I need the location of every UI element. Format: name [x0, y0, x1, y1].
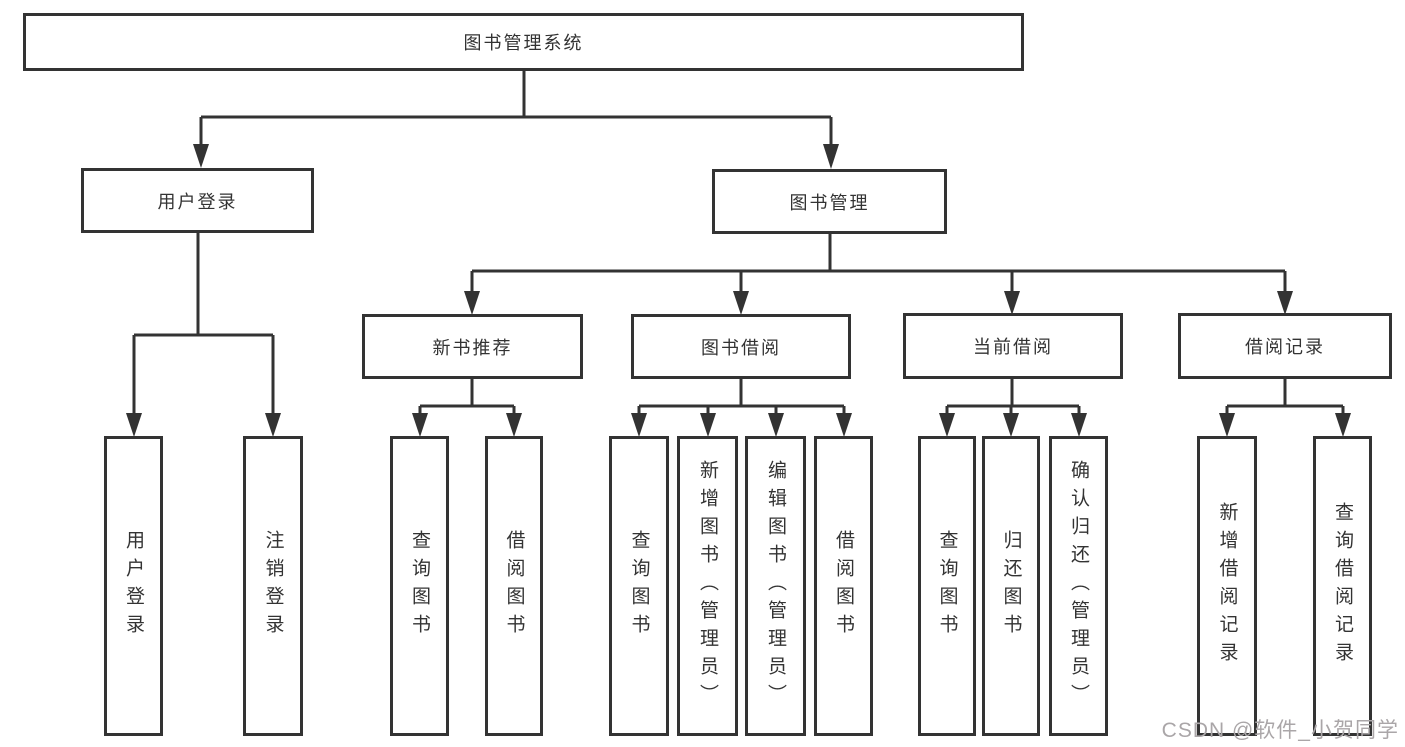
leaf-current-return-books: 归还图书 [982, 436, 1040, 736]
leaf-borrow-query-books: 查询图书 [609, 436, 669, 736]
leaf-newbook-borrow-books: 借阅图书 [485, 436, 543, 736]
leaf-current-confirm-return-admin: 确认归还（管理员） [1049, 436, 1108, 736]
node-label: 图书借阅 [701, 337, 781, 358]
connector-current-borrow-to-leaves [939, 379, 1087, 437]
node-label: 用户登录 [157, 191, 238, 212]
connector-user-login-to-leaves [126, 233, 281, 437]
node-user-login: 用户登录 [81, 168, 314, 233]
node-label: 查询图书 [936, 530, 958, 642]
node-label: 新增借阅记录 [1216, 502, 1238, 670]
node-label: 编辑图书（管理员） [765, 460, 786, 712]
connector-book-management-to-level3 [464, 234, 1293, 315]
node-label: 新书推荐 [432, 337, 513, 358]
node-library-management-system: 图书管理系统 [23, 13, 1024, 71]
node-label: 当前借阅 [973, 337, 1053, 357]
leaf-record-add-borrow-record: 新增借阅记录 [1197, 436, 1257, 736]
node-label: 查询图书 [628, 530, 650, 642]
node-label: 用户登录 [123, 530, 144, 642]
leaf-newbook-query-books: 查询图书 [390, 436, 449, 736]
node-book-borrowing: 图书借阅 [631, 314, 851, 379]
leaf-borrow-edit-books-admin: 编辑图书（管理员） [745, 436, 806, 736]
csdn-watermark: CSDN @软件_小贺同学 [1161, 719, 1399, 742]
leaf-record-query-borrow-record: 查询借阅记录 [1313, 436, 1372, 736]
node-label: 查询图书 [409, 530, 430, 642]
node-label: 归还图书 [1000, 530, 1022, 642]
leaf-borrow-add-books-admin: 新增图书（管理员） [677, 436, 738, 736]
connector-new-book-to-leaves [412, 379, 522, 437]
connector-root-to-level2 [193, 70, 839, 169]
node-borrowing-records: 借阅记录 [1178, 313, 1392, 379]
leaf-borrow-borrow-books: 借阅图书 [814, 436, 873, 736]
node-label: 新增图书（管理员） [697, 460, 718, 712]
node-label: 借阅记录 [1245, 337, 1325, 357]
node-label: 借阅图书 [833, 530, 854, 642]
connector-borrow-record-to-leaves [1219, 379, 1351, 437]
node-current-borrowing: 当前借阅 [903, 313, 1123, 379]
node-label: 查询借阅记录 [1332, 502, 1353, 670]
node-label: 注销登录 [262, 530, 284, 642]
node-label: 借阅图书 [503, 530, 525, 642]
node-book-management: 图书管理 [712, 169, 947, 234]
leaf-user-login: 用户登录 [104, 436, 163, 736]
leaf-current-query-books: 查询图书 [918, 436, 976, 736]
node-label: 确认归还（管理员） [1068, 460, 1089, 712]
leaf-logout: 注销登录 [243, 436, 303, 736]
connector-book-borrow-to-leaves [631, 379, 852, 437]
node-new-book-recommend: 新书推荐 [362, 314, 583, 379]
node-label: 图书管理 [789, 192, 870, 213]
node-label: 图书管理系统 [463, 33, 584, 53]
